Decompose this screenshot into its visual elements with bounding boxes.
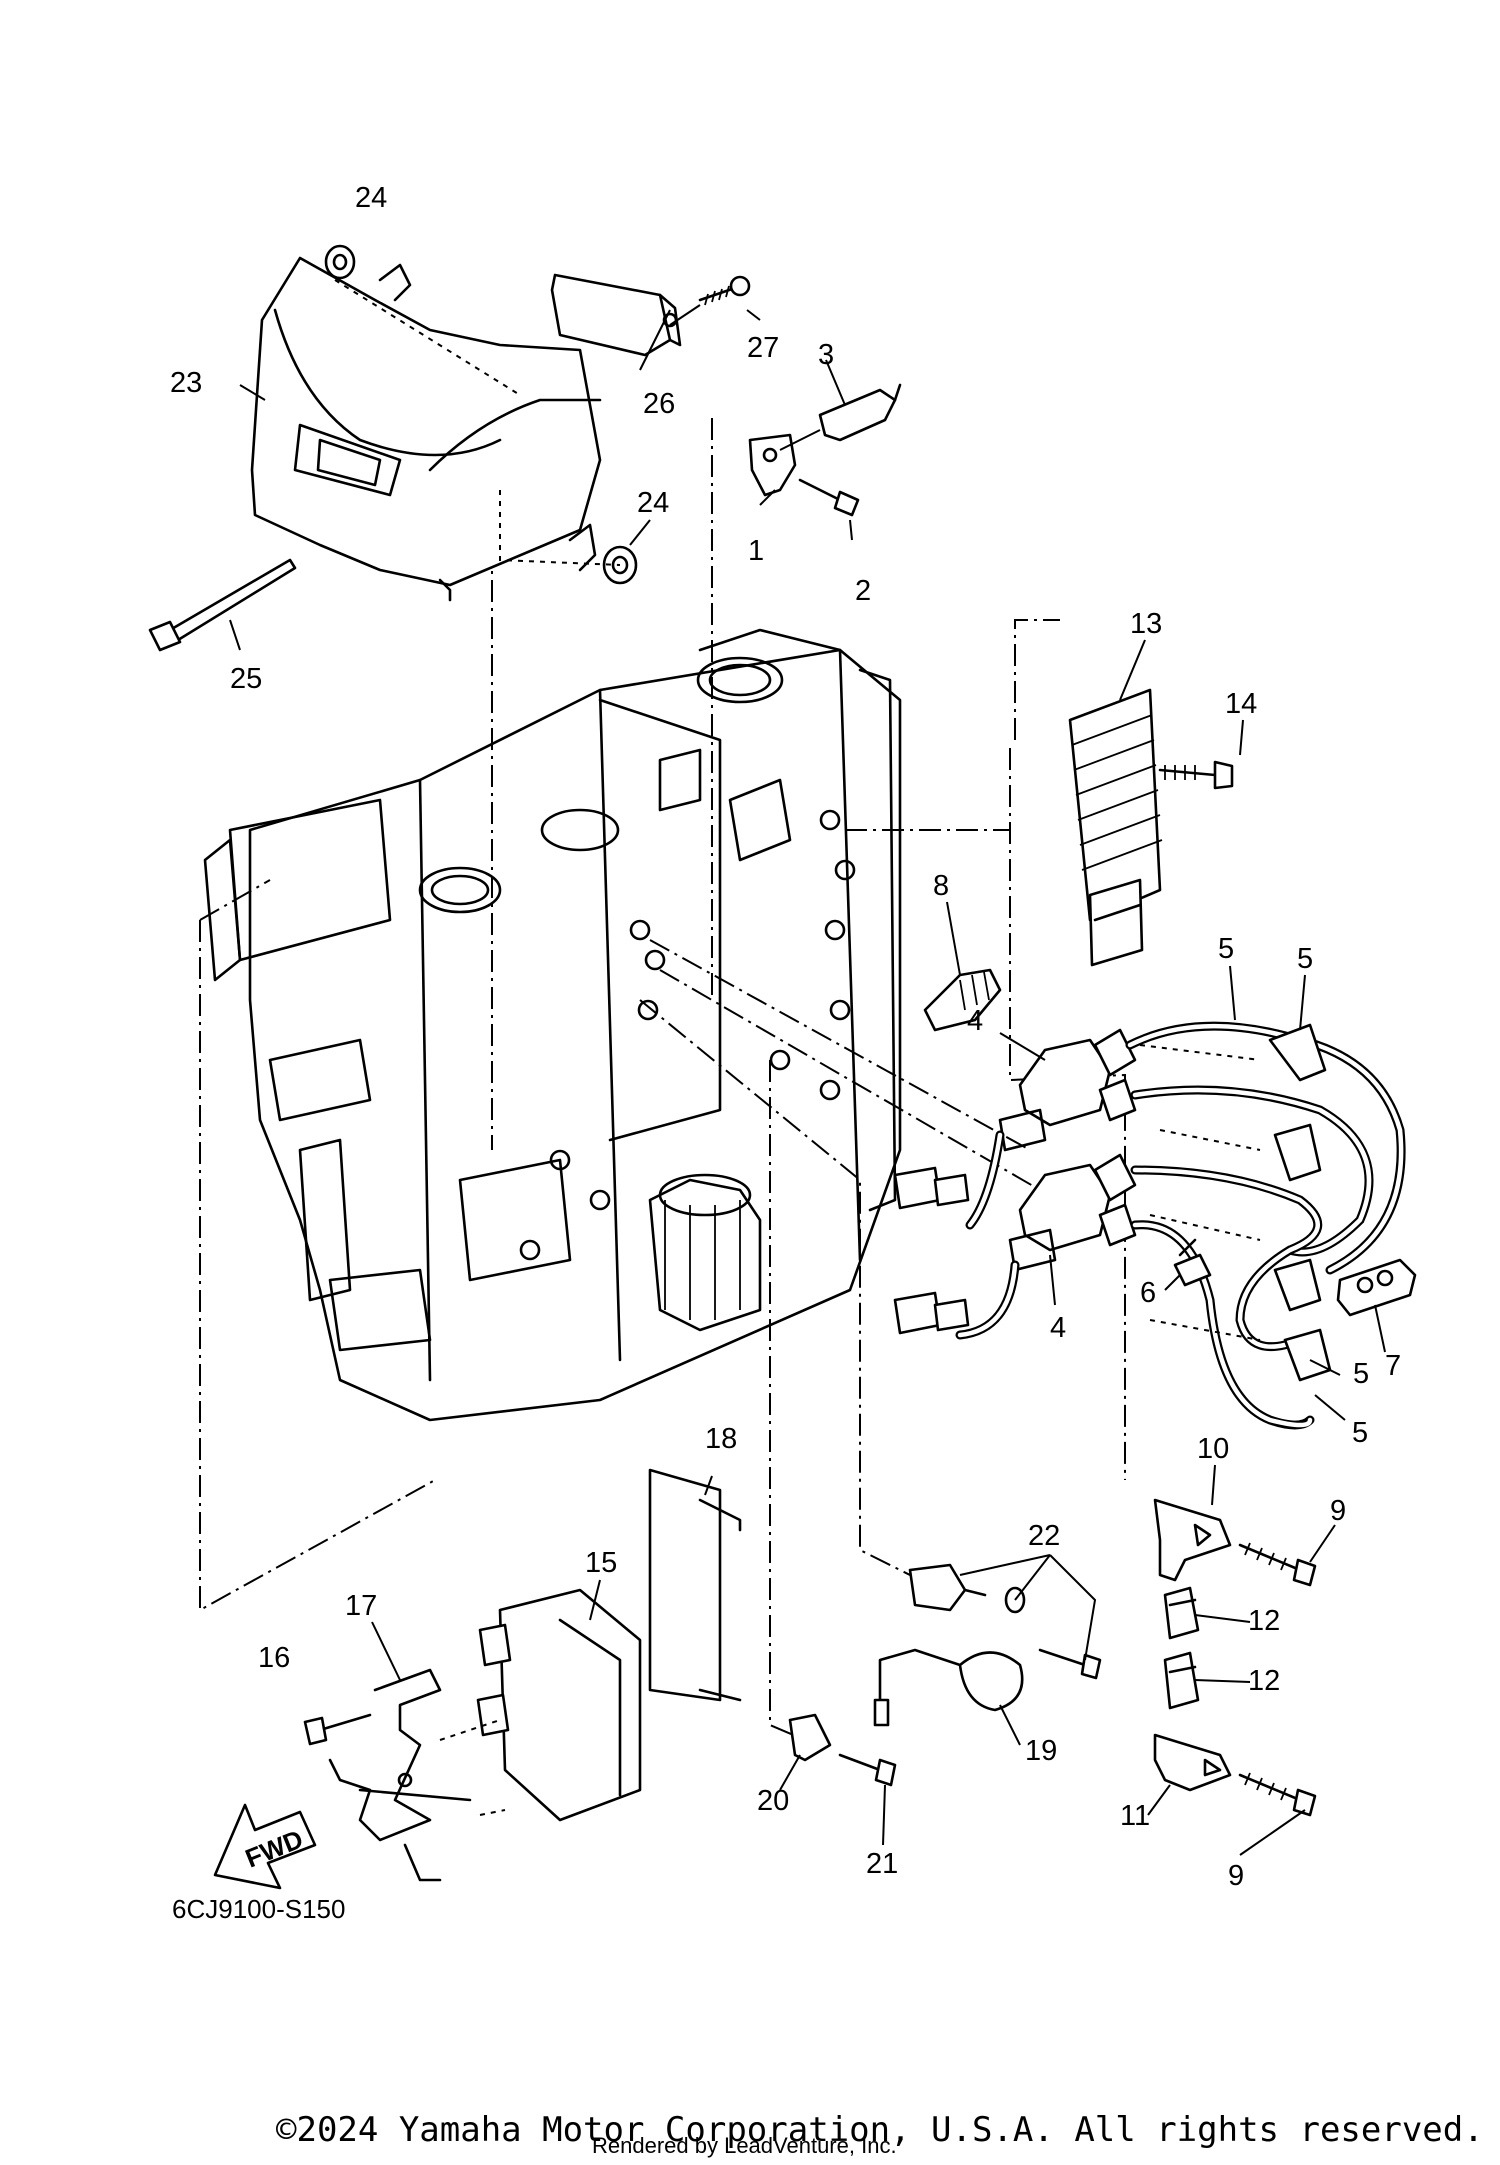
engine-block (203, 628, 902, 1422)
callout-5-c: 5 (1353, 1358, 1369, 1390)
clamp-12-upper (1163, 1586, 1200, 1640)
callout-14: 14 (1225, 688, 1257, 720)
callout-5-b: 5 (1297, 943, 1313, 975)
assembly-leader-lines (199, 418, 1126, 1741)
callout-8: 8 (933, 870, 949, 902)
callout-1: 1 (748, 535, 764, 567)
top-cover (250, 256, 602, 602)
sensor-box (550, 273, 682, 357)
wire-holder (1336, 1258, 1417, 1317)
callout-leaders (229, 309, 1386, 1856)
screw (698, 275, 751, 306)
callout-23: 23 (170, 367, 202, 399)
rectifier-regulator (1068, 688, 1163, 967)
sensor-grommet (873, 1648, 1024, 1727)
coil-harness (893, 1130, 1020, 1340)
wire-clamp (923, 968, 1002, 1032)
sensor-bolt (1038, 1648, 1102, 1680)
ignition-coil-upper (998, 1028, 1137, 1152)
callout-5-a: 5 (1218, 933, 1234, 965)
callout-26: 26 (643, 388, 675, 420)
callout-22: 22 (1028, 1520, 1060, 1552)
callout-9-lower: 9 (1228, 1860, 1244, 1892)
callout-9-upper: 9 (1330, 1495, 1346, 1527)
clip-20 (788, 1713, 832, 1762)
grommet-upper (324, 244, 412, 302)
plug-wire-clip (1173, 1238, 1212, 1287)
bolt-9-upper (1238, 1542, 1317, 1587)
spark-plug-wires (1125, 1021, 1406, 1430)
bolt (798, 478, 860, 517)
callout-24-top: 24 (355, 182, 387, 214)
callout-6: 6 (1140, 1277, 1156, 1309)
bracket-upper (1153, 1498, 1232, 1582)
callout-19: 19 (1025, 1735, 1057, 1767)
bolt-9-lower (1238, 1772, 1317, 1817)
cable-tie (148, 558, 297, 652)
callout-27: 27 (747, 332, 779, 364)
copyright-notice: ©2024 Yamaha Motor Corporation, U.S.A. A… (276, 2110, 1484, 2150)
callout-18: 18 (705, 1423, 737, 1455)
bolt-rectifier (1158, 760, 1234, 790)
callout-2: 2 (855, 575, 871, 607)
callout-25: 25 (230, 663, 262, 695)
bracket-lower (1153, 1733, 1232, 1792)
rendered-by-credit: Rendered by LeadVenture, Inc. (592, 2133, 897, 2158)
callout-10: 10 (1197, 1433, 1229, 1465)
clip-top (818, 383, 902, 442)
spark-plugs (1139, 1044, 1261, 1341)
callout-12-lower: 12 (1248, 1665, 1280, 1697)
bolt-21 (838, 1753, 897, 1787)
callout-numbers: 24 27 3 23 26 1 2 24 25 13 14 8 5 5 4 6 … (170, 182, 1401, 1892)
bracket-17 (328, 1668, 472, 1882)
thermo-sensor (908, 1563, 1026, 1614)
callout-4-upper: 4 (967, 1005, 983, 1037)
ecu-bracket (648, 1468, 742, 1702)
callout-12-upper: 12 (1248, 1605, 1280, 1637)
callout-7: 7 (1385, 1350, 1401, 1382)
callout-21: 21 (866, 1848, 898, 1880)
callout-16: 16 (258, 1642, 290, 1674)
callout-11: 11 (1120, 1800, 1150, 1832)
callout-3: 3 (818, 339, 834, 371)
diagram-code: 6CJ9100-S150 (172, 1894, 345, 1924)
callout-15: 15 (585, 1547, 617, 1579)
ecu-module (476, 1588, 642, 1822)
callout-5-d: 5 (1352, 1417, 1368, 1449)
bolt-16 (303, 1713, 372, 1746)
callout-13: 13 (1130, 608, 1162, 640)
forward-arrow-icon: FWD (213, 1803, 317, 1890)
bracket-small (748, 433, 797, 497)
callout-20: 20 (757, 1785, 789, 1817)
grommet-lower (568, 523, 638, 585)
clamp-12-lower (1163, 1651, 1200, 1710)
callout-4-lower: 4 (1050, 1312, 1066, 1344)
ignition-coil-lower (1008, 1153, 1137, 1272)
callout-17: 17 (345, 1590, 377, 1622)
callout-24-mid: 24 (637, 487, 669, 519)
